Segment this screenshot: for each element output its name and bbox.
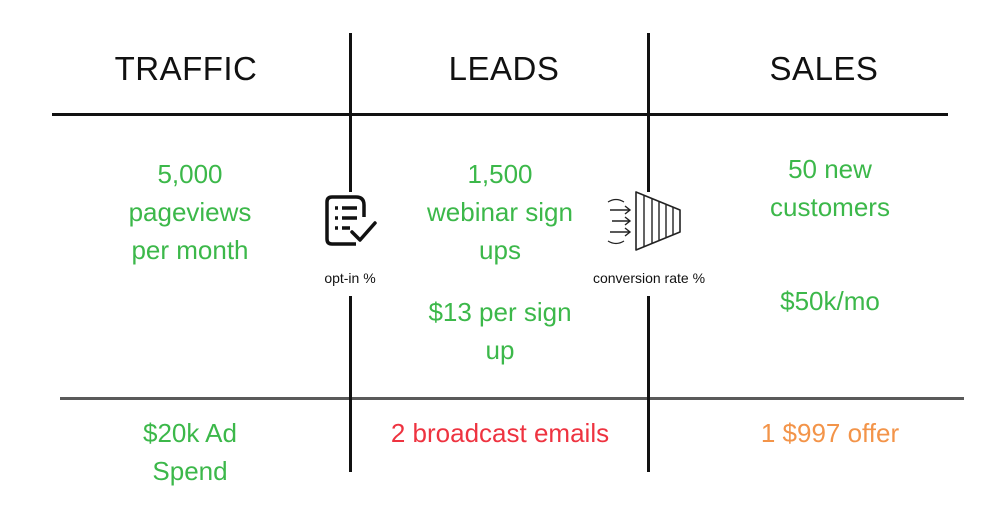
conversion-label: conversion rate % xyxy=(592,270,706,286)
funnel-icon xyxy=(607,191,681,251)
traffic-footer-line2: Spend xyxy=(152,456,228,486)
leads-metric-line2: webinar sign xyxy=(427,197,573,227)
leads-metric: 1,500 webinar sign ups xyxy=(388,155,612,269)
column-divider-right-bottom xyxy=(647,296,650,472)
sales-metric: 50 new customers xyxy=(720,150,940,226)
sales-footer: 1 $997 offer xyxy=(760,418,900,448)
column-divider-left-top xyxy=(349,33,352,192)
footer-divider xyxy=(60,397,964,400)
optin-label: opt-in % xyxy=(324,270,376,286)
traffic-metric-line2: pageviews xyxy=(128,197,252,227)
traffic-metric-line3: per month xyxy=(131,235,249,265)
traffic-footer: $20k Ad Spend xyxy=(90,414,290,490)
header-traffic: TRAFFIC xyxy=(114,50,258,87)
column-divider-left-bottom xyxy=(349,296,352,472)
header-leads: LEADS xyxy=(448,50,560,87)
leads-metric-line3: ups xyxy=(479,235,521,265)
sales-revenue: $50k/mo xyxy=(780,286,880,316)
sales-metric-line2: customers xyxy=(770,192,890,222)
sales-metric-line1: 50 new xyxy=(788,154,872,184)
leads-footer: 2 broadcast emails xyxy=(390,418,610,448)
traffic-metric: 5,000 pageviews per month xyxy=(90,155,290,269)
leads-metric-line1: 1,500 xyxy=(467,159,533,189)
traffic-metric-line1: 5,000 xyxy=(157,159,223,189)
header-sales: SALES xyxy=(769,50,879,87)
leads-cost-line1: $13 per sign xyxy=(428,297,572,327)
leads-cost-line2: up xyxy=(485,335,515,365)
checklist-icon xyxy=(325,195,377,246)
column-divider-right-top xyxy=(647,33,650,192)
leads-cost: $13 per sign up xyxy=(388,293,612,369)
traffic-footer-line1: $20k Ad xyxy=(143,418,237,448)
header-divider xyxy=(52,113,948,116)
